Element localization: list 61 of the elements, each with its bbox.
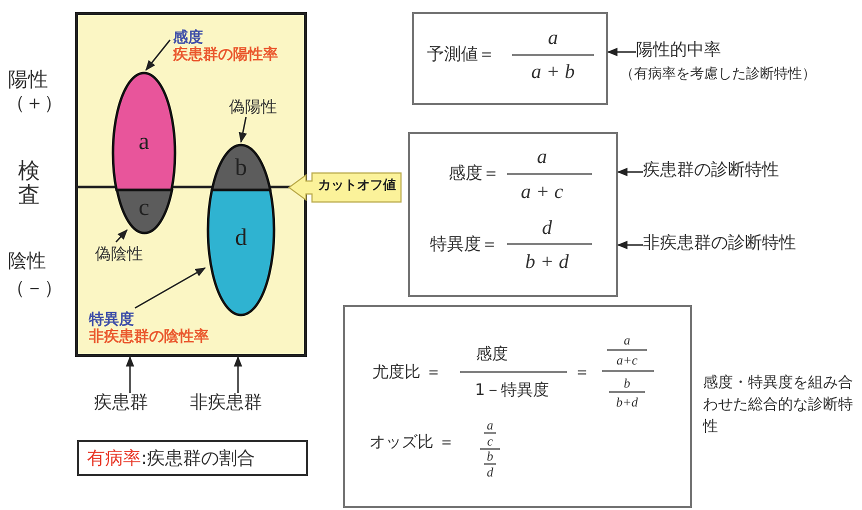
definition-box xyxy=(77,440,308,476)
axis-label: 検査 xyxy=(18,160,40,208)
arrow xyxy=(616,240,643,250)
formula-text: 1－特異度 xyxy=(474,382,550,398)
math-expression: b + d xyxy=(525,252,569,272)
arrow xyxy=(126,356,134,393)
formula-text: 感度 xyxy=(476,346,508,362)
formula-box xyxy=(343,305,692,508)
arrow xyxy=(616,168,643,176)
formula-text: 感度＝ xyxy=(448,166,500,182)
arrow xyxy=(115,229,128,242)
axis-label: （＋） xyxy=(6,92,63,115)
math-expression: a + b xyxy=(531,62,575,82)
formula-text: 特異度＝ xyxy=(430,236,498,254)
region-letter: b xyxy=(234,155,247,183)
formula-text: 予測値＝ xyxy=(427,46,495,64)
math-expression: a xyxy=(548,28,558,48)
sub-label-text: 疾患群の陽性率 xyxy=(173,46,279,64)
label-text: 感度 xyxy=(173,29,204,46)
arrow xyxy=(238,116,247,144)
label-text: 特異度 xyxy=(89,311,135,328)
formula-text: オッズ比 ＝ xyxy=(369,434,455,450)
label-text: 非疾患群 xyxy=(190,393,263,414)
axis-label: 陰性 xyxy=(8,250,46,273)
formula-box xyxy=(408,132,618,297)
term-label: 有病率 xyxy=(87,447,141,470)
axis-label: 陽性 xyxy=(8,67,48,91)
math-expression: b xyxy=(486,450,494,462)
math-expression: d xyxy=(542,218,552,238)
math-expression: c xyxy=(487,434,493,448)
label-text: 疾患群 xyxy=(94,393,149,414)
arrow xyxy=(234,356,242,393)
math-expression: a + c xyxy=(520,182,564,202)
label-text: 偽陽性 xyxy=(229,98,278,116)
sub-label-text: 非疾患群の陰性率 xyxy=(89,328,210,346)
math-expression: a+c xyxy=(616,354,638,366)
formula-text: 尤度比 ＝ xyxy=(372,364,442,380)
math-expression: a xyxy=(486,418,494,432)
axis-label: （－） xyxy=(6,277,63,300)
math-expression: a xyxy=(624,334,630,346)
label-text: 疾患群の診断特性 xyxy=(643,161,780,181)
callout-label: カットオフ値 xyxy=(318,179,396,194)
region-letter: c xyxy=(138,195,150,223)
label-text: 非疾患群の診断特性 xyxy=(643,234,797,254)
panel-background xyxy=(75,12,307,357)
note-text: 感度・特異度を組み合わせた総合的な診断特性 xyxy=(703,372,854,436)
note-text: （有病率を考慮した診断特性） xyxy=(620,65,817,84)
label-text: 陽性的中率 xyxy=(636,41,722,61)
arrow xyxy=(606,48,636,56)
arrow xyxy=(145,40,171,71)
label-text: 偽陰性 xyxy=(95,245,144,264)
region-letter: a xyxy=(138,129,150,157)
math-expression: a xyxy=(537,147,547,167)
math-expression: d xyxy=(486,466,494,478)
definition-text: :疾患群の割合 xyxy=(141,447,256,470)
math-expression: b xyxy=(624,376,630,390)
region-letter: d xyxy=(235,225,247,253)
formula-box xyxy=(412,12,608,105)
formula-text: ＝ xyxy=(574,364,590,380)
arrow xyxy=(134,267,206,309)
math-expression: b+d xyxy=(616,396,638,408)
